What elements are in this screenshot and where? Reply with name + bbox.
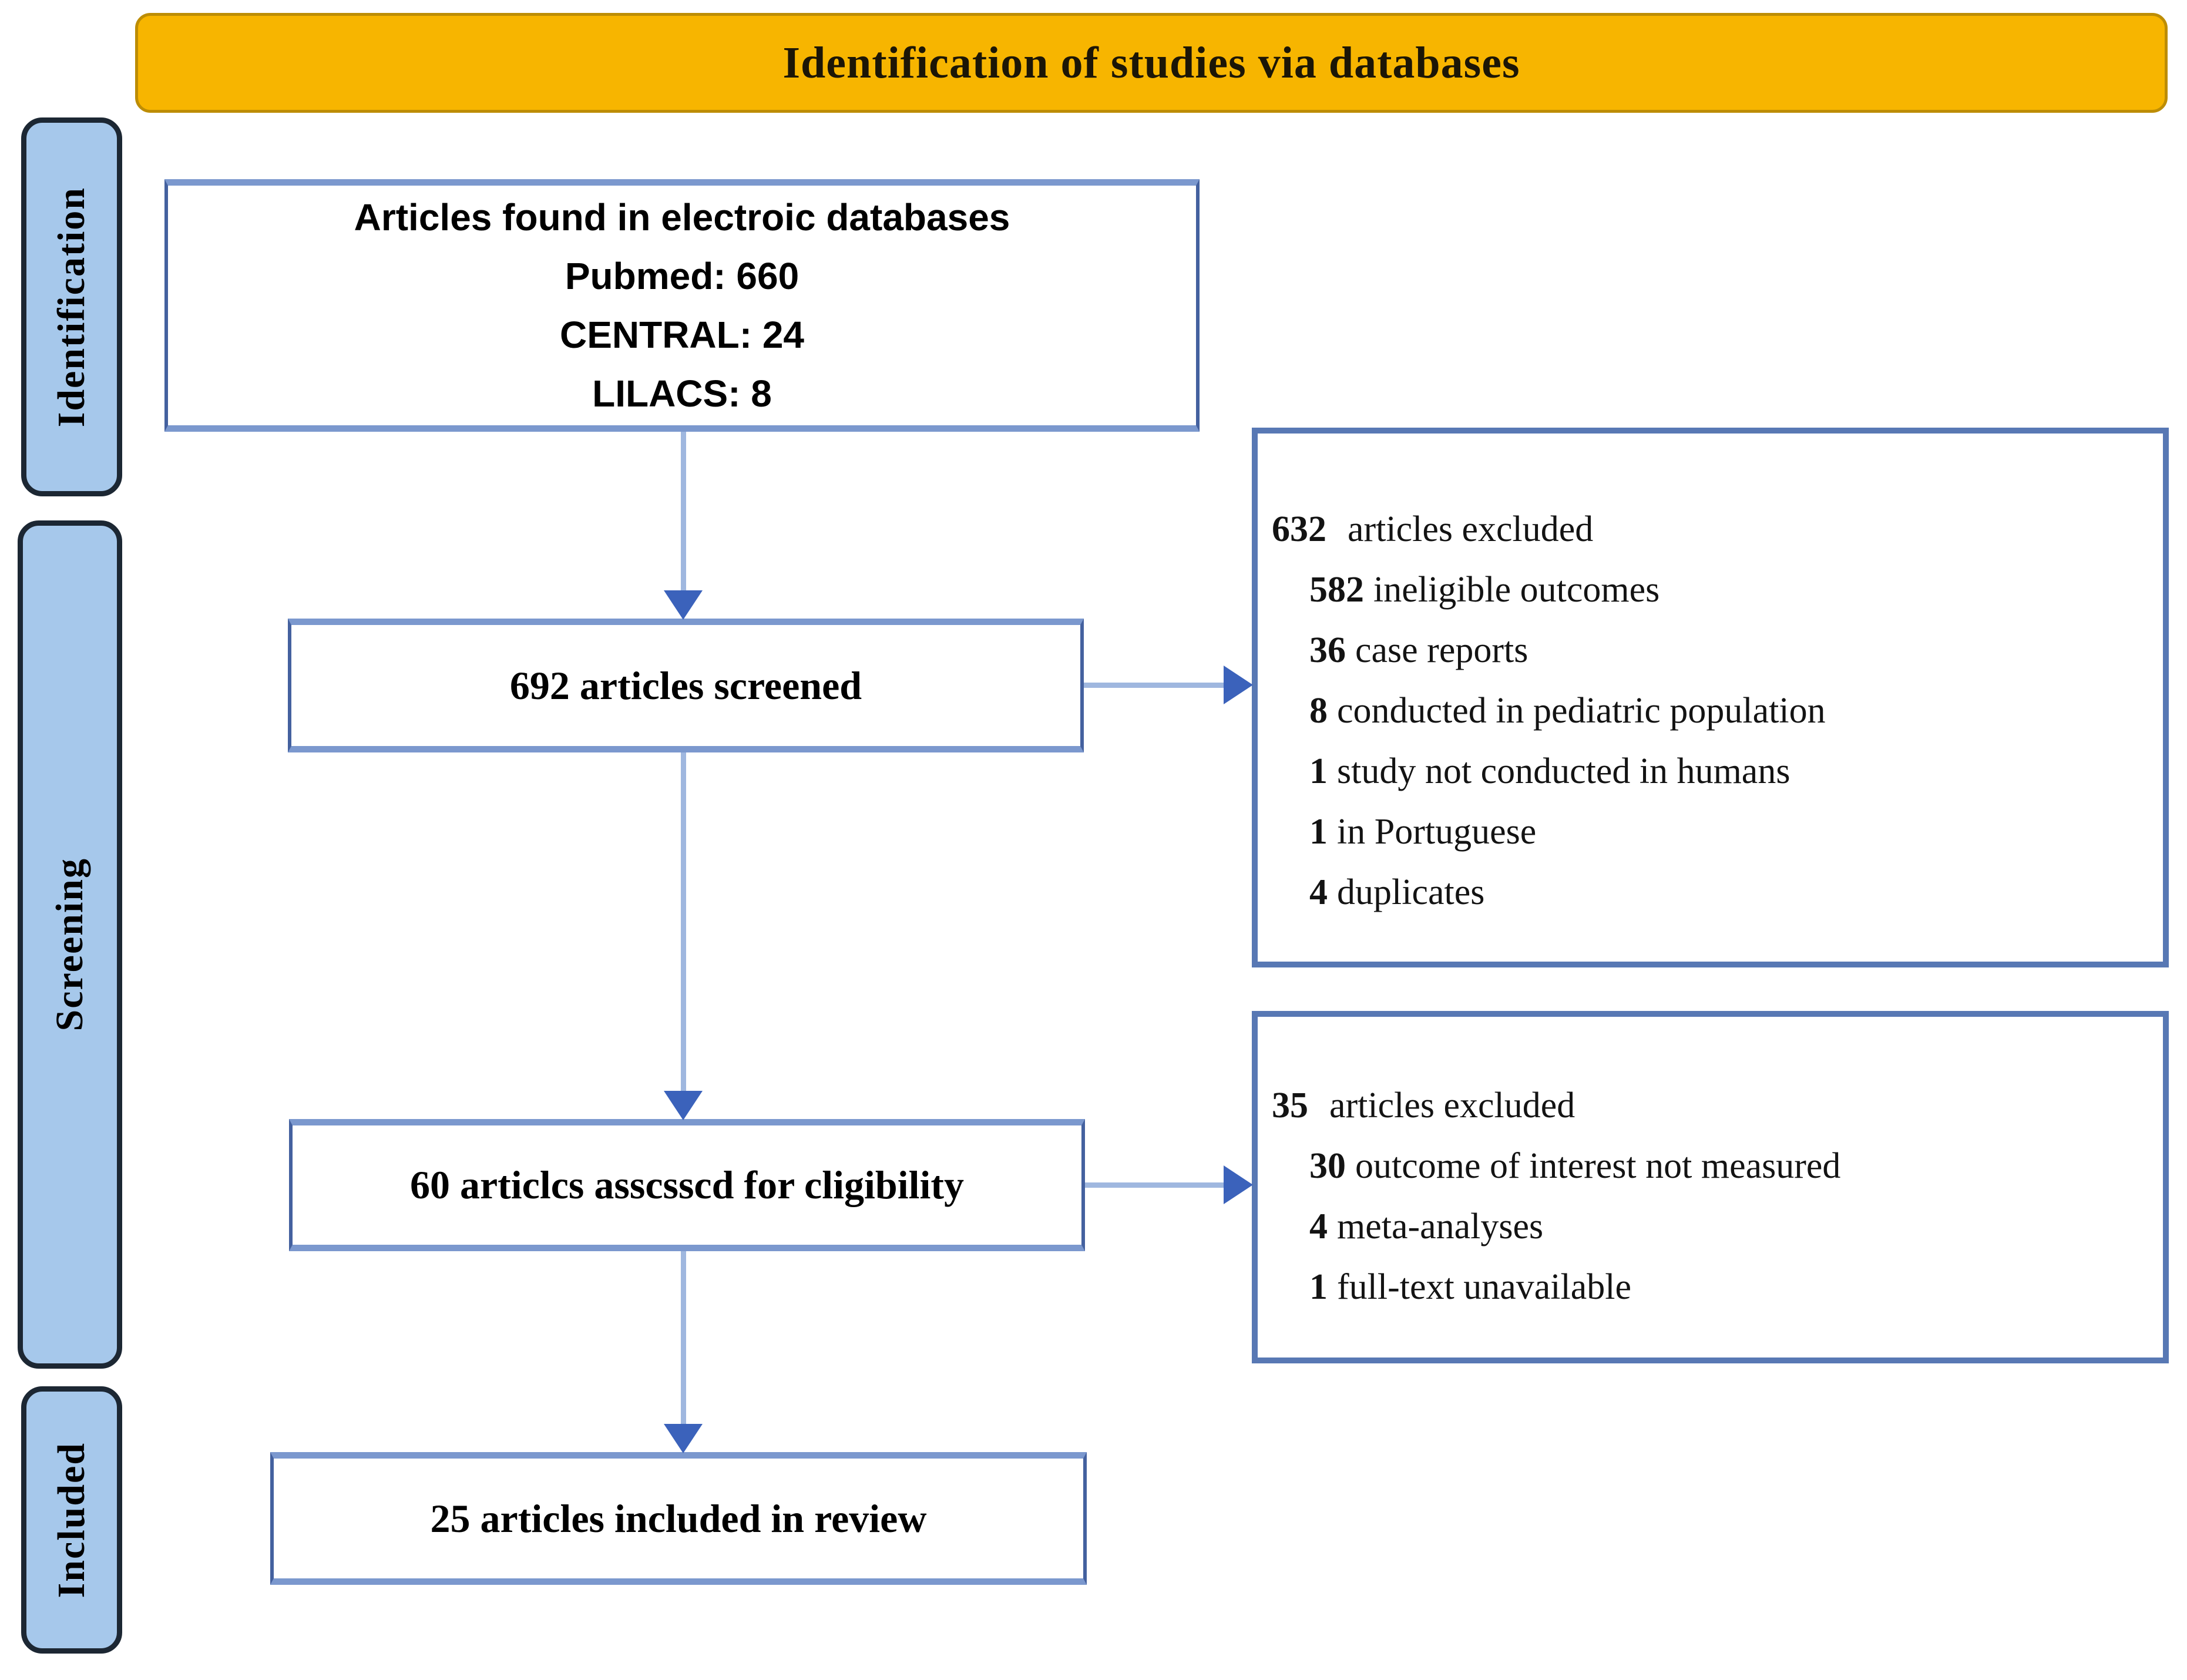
arrowhead-right bbox=[1224, 666, 1253, 704]
reason-text: ineligible outcomes bbox=[1373, 570, 1660, 610]
reason-text: in Portuguese bbox=[1337, 812, 1537, 852]
stage-identification: Identification bbox=[21, 117, 122, 496]
reason-text: conducted in pediatric population bbox=[1337, 691, 1826, 731]
arrowhead-down bbox=[664, 1424, 703, 1453]
reason-count: 4 bbox=[1309, 872, 1328, 912]
reason-count: 1 bbox=[1309, 751, 1328, 791]
connector-screened-to-excluded bbox=[1084, 683, 1227, 688]
arrowhead-right bbox=[1224, 1165, 1253, 1204]
screened-label: 692 articles screened bbox=[509, 663, 862, 708]
stage-included-label: Included bbox=[50, 1442, 93, 1598]
reason-count: 36 bbox=[1309, 630, 1346, 670]
stage-included: Included bbox=[21, 1386, 122, 1654]
stage-screening: Screening bbox=[18, 520, 122, 1369]
banner-title: Identification of studies via databases bbox=[782, 38, 1520, 88]
box-assessed-eligibility: 60 articlcs asscsscd for cligibility bbox=[289, 1119, 1085, 1251]
stage-screening-label: Screening bbox=[48, 858, 91, 1031]
box-included-review: 25 articles included in review bbox=[270, 1452, 1087, 1585]
excluded-screening-heading: 632 articles excluded bbox=[1272, 499, 2145, 560]
excluded-eligibility-heading: 35 articles excluded bbox=[1272, 1076, 2145, 1136]
box-articles-found: Articles found in electroic databases Pu… bbox=[164, 179, 1200, 432]
reason-count: 4 bbox=[1309, 1207, 1328, 1246]
reason-text: case reports bbox=[1355, 630, 1528, 670]
included-label: 25 articles included in review bbox=[430, 1496, 927, 1541]
connector-found-to-screened bbox=[681, 432, 686, 595]
reason-count: 1 bbox=[1309, 812, 1328, 852]
excluded-eligibility-label: articles excluded bbox=[1329, 1086, 1575, 1125]
excluded-screening-count: 632 bbox=[1272, 509, 1326, 549]
arrowhead-down bbox=[664, 590, 703, 620]
excluded-screening-label: articles excluded bbox=[1348, 509, 1594, 549]
found-line-pubmed: Pubmed: 660 bbox=[565, 255, 799, 297]
excluded-eligibility-count: 35 bbox=[1272, 1086, 1308, 1125]
reason-count: 1 bbox=[1309, 1267, 1328, 1307]
connector-screened-to-eligibility bbox=[681, 752, 686, 1096]
reason-text: duplicates bbox=[1337, 872, 1485, 912]
reason-text: outcome of interest not measured bbox=[1355, 1146, 1841, 1186]
banner: Identification of studies via databases bbox=[135, 13, 2168, 113]
found-line-central: CENTRAL: 24 bbox=[559, 314, 805, 356]
found-line-title: Articles found in electroic databases bbox=[354, 196, 1010, 238]
reason-text: study not conducted in humans bbox=[1337, 751, 1790, 791]
stage-identification-label: Identification bbox=[50, 186, 93, 428]
reason-text: meta-analyses bbox=[1337, 1207, 1544, 1246]
connector-eligibility-to-excluded bbox=[1085, 1182, 1227, 1188]
found-line-lilacs: LILACS: 8 bbox=[592, 372, 772, 415]
reason-count: 8 bbox=[1309, 691, 1328, 731]
arrowhead-down bbox=[664, 1091, 703, 1120]
connector-eligibility-to-included bbox=[681, 1251, 686, 1427]
box-articles-screened: 692 articles screened bbox=[288, 619, 1084, 752]
reason-count: 30 bbox=[1309, 1146, 1346, 1186]
eligibility-label: 60 articlcs asscsscd for cligibility bbox=[409, 1162, 965, 1207]
reason-text: full-text unavailable bbox=[1337, 1267, 1631, 1307]
reason-count: 582 bbox=[1309, 570, 1364, 610]
